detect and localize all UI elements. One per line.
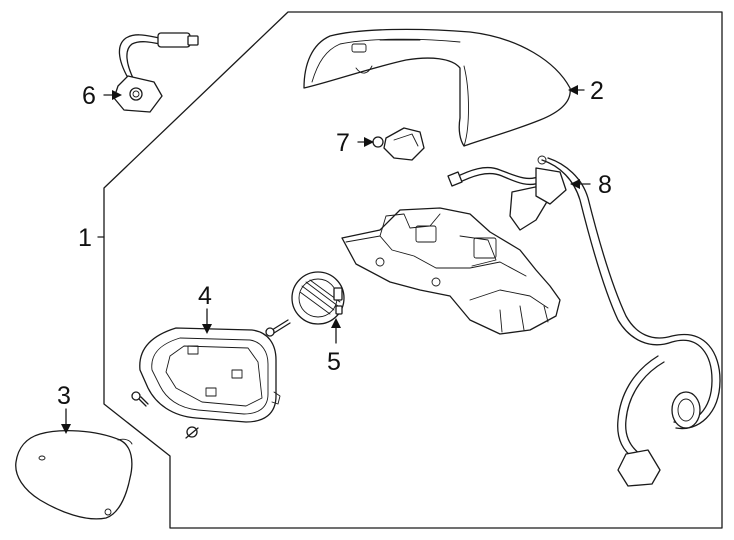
callout-7: 7 [336,129,350,157]
part-2-mirror-cover [303,28,571,147]
callout-arrows [61,85,580,434]
assembly-boundary [103,11,723,529]
callout-1: 1 [78,224,92,252]
callout-3: 3 [57,382,71,410]
part-7-actuator [372,127,425,161]
callout-5: 5 [327,348,341,376]
callout-8: 8 [598,171,612,199]
screw-upper [265,319,291,337]
callout-6: 6 [82,82,96,110]
mirror-base-assembly [341,207,561,335]
callout-4: 4 [198,282,212,310]
part-5-glass-actuator [291,271,345,325]
part-4-mirror-glass [139,327,281,423]
screw-left [131,391,149,407]
part-8-harness [447,155,721,487]
screw-lower [185,426,199,439]
callout-2: 2 [590,77,604,105]
part-3-heater-pad [15,429,133,520]
part-6-camera [113,32,199,113]
